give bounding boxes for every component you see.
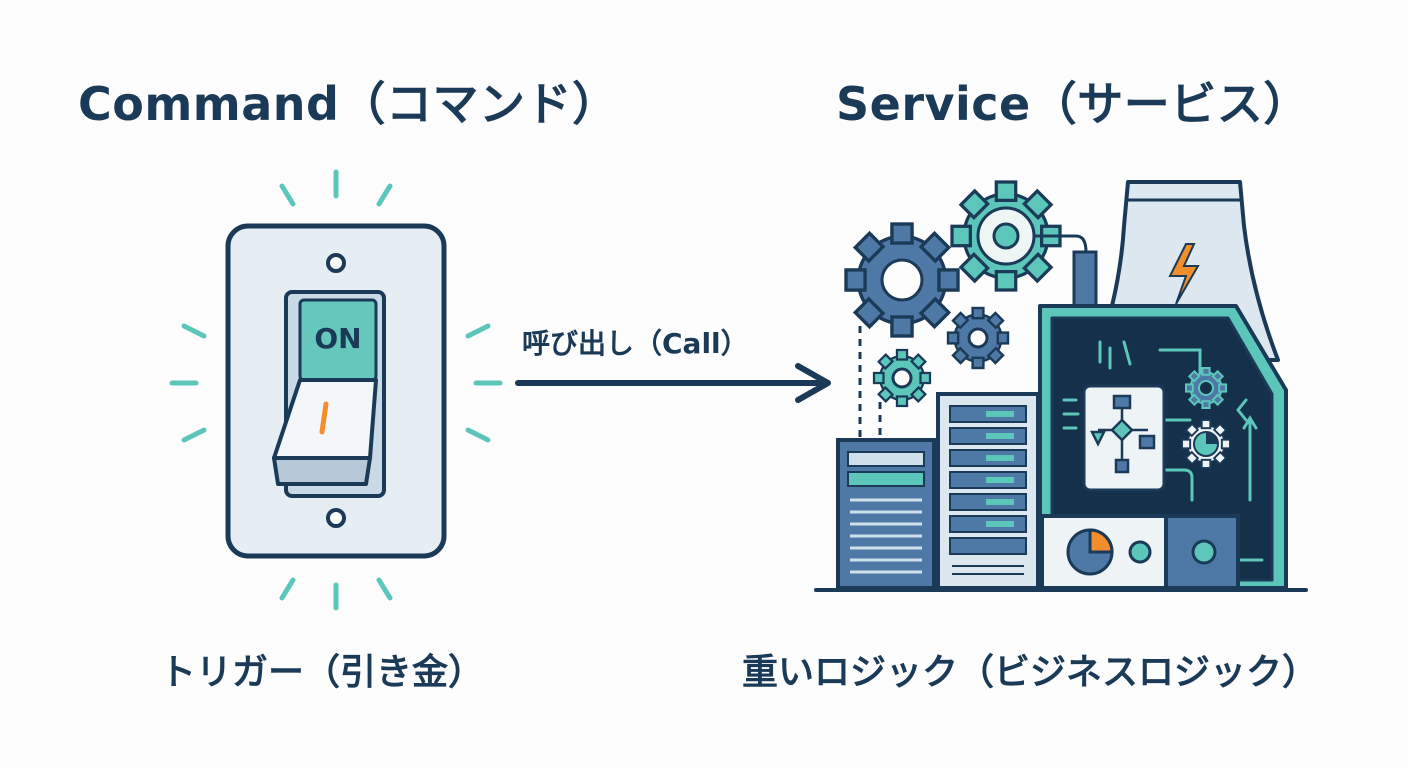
service-caption: 重いロジック（ビジネスロジック） bbox=[742, 652, 1319, 693]
command-caption: トリガー（引き金） bbox=[160, 652, 485, 693]
service-machinery bbox=[814, 182, 1308, 592]
light-switch-icon bbox=[169, 169, 503, 611]
service-title: Service（サービス） bbox=[836, 77, 1310, 131]
flowchart-icon bbox=[1082, 384, 1166, 492]
server-rack-icon bbox=[936, 392, 1040, 590]
lightning-icon bbox=[1168, 243, 1200, 305]
gear-icon bbox=[952, 182, 1060, 290]
gear-icon bbox=[1182, 420, 1230, 468]
gear-icon bbox=[1186, 368, 1226, 408]
gear-icon bbox=[874, 350, 930, 406]
arrow-right-icon bbox=[515, 363, 831, 403]
pie-chart-icon bbox=[1040, 514, 1168, 590]
command-title: Command（コマンド） bbox=[78, 77, 619, 131]
glow-rays bbox=[169, 169, 503, 611]
gear-icon bbox=[948, 308, 1008, 368]
arrow-label: 呼び出し（Call） bbox=[522, 327, 749, 360]
server-rack-icon bbox=[836, 438, 936, 590]
switch-on-label: ON bbox=[314, 322, 362, 355]
control-box bbox=[1164, 514, 1240, 590]
gear-icon bbox=[846, 224, 958, 336]
